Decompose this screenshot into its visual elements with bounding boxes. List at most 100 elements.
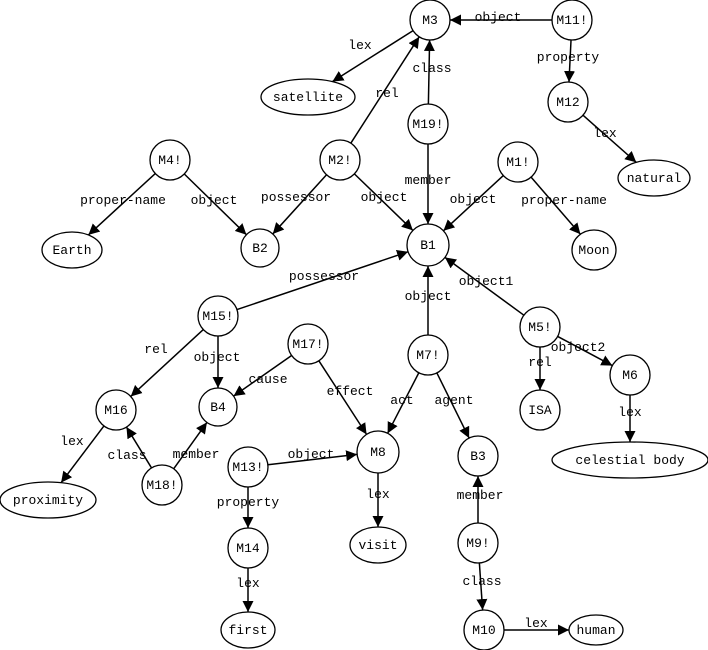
node-label: M15! — [202, 309, 233, 324]
edge-m5-b1 — [444, 256, 525, 316]
edge-m17-m8 — [318, 360, 368, 435]
node-label: M5! — [528, 320, 551, 335]
node-circle — [198, 387, 238, 427]
node-earth[interactable]: Earth — [41, 231, 103, 269]
edge-label-cause: cause — [248, 372, 287, 387]
node-m12[interactable]: M12 — [547, 81, 589, 123]
node-circle — [457, 435, 499, 477]
node-m6[interactable]: M6 — [609, 354, 651, 396]
node-circle — [551, 0, 593, 41]
node-m18[interactable]: M18! — [141, 464, 183, 506]
edge-m2-b1 — [353, 173, 414, 231]
node-b2[interactable]: B2 — [240, 228, 280, 268]
edge-label-lex: lex — [60, 434, 84, 449]
node-circle — [463, 609, 505, 650]
node-circle — [197, 295, 239, 337]
node-m17[interactable]: M17! — [287, 323, 329, 365]
edge-m17-b4 — [233, 354, 293, 397]
node-circle — [497, 141, 539, 183]
node-human[interactable]: human — [568, 614, 624, 646]
edge-label-class: class — [462, 574, 501, 589]
node-m19[interactable]: M19! — [407, 103, 449, 145]
edge-label-member: member — [173, 447, 220, 462]
node-b3[interactable]: B3 — [457, 435, 499, 477]
edge-m12-natural — [582, 114, 637, 163]
node-label: B3 — [470, 449, 486, 464]
node-label: B4 — [210, 400, 226, 415]
node-label: M19! — [412, 117, 443, 132]
edge-label-member: member — [457, 488, 504, 503]
edge-label-object: object — [405, 289, 452, 304]
edge-label-property: property — [537, 50, 600, 65]
node-circle — [609, 354, 651, 396]
node-label: satellite — [273, 90, 343, 105]
node-m13[interactable]: M13! — [227, 446, 269, 488]
node-m8[interactable]: M8 — [356, 430, 400, 474]
node-label: natural — [627, 171, 682, 186]
node-b4[interactable]: B4 — [198, 387, 238, 427]
node-m11[interactable]: M11! — [551, 0, 593, 41]
node-b1[interactable]: B1 — [406, 223, 450, 267]
node-m2[interactable]: M2! — [319, 139, 361, 181]
edge-label-lex: lex — [366, 487, 390, 502]
node-ellipse — [0, 481, 97, 519]
node-label: visit — [358, 538, 397, 553]
node-m10[interactable]: M10 — [463, 609, 505, 650]
node-satellite[interactable]: satellite — [260, 78, 356, 116]
node-circle — [227, 527, 269, 569]
edge-m18-m16 — [125, 426, 153, 469]
node-natural[interactable]: natural — [617, 159, 691, 197]
node-circle — [407, 334, 449, 376]
node-circle — [227, 446, 269, 488]
node-ellipse — [617, 159, 691, 197]
node-circle — [319, 139, 361, 181]
node-label: M4! — [158, 153, 181, 168]
edge-label-possessor: possessor — [261, 190, 331, 205]
node-m16[interactable]: M16 — [95, 389, 137, 431]
node-moon[interactable]: Moon — [571, 229, 617, 271]
node-m3[interactable]: M3 — [409, 0, 451, 41]
edge-labels-layer: lexobjectpropertylexclassmemberrelposses… — [60, 10, 642, 631]
node-ellipse — [551, 441, 708, 479]
node-label: M3 — [422, 13, 438, 28]
edge-label-lex: lex — [618, 405, 642, 420]
node-ellipse — [568, 614, 624, 646]
edge-m3-satellite — [331, 30, 414, 83]
node-circle — [240, 228, 280, 268]
node-label: M8 — [370, 445, 386, 460]
node-circle — [457, 522, 499, 564]
edge-m7-b3 — [436, 372, 470, 439]
edge-label-object: object — [288, 447, 335, 462]
node-label: M14 — [236, 541, 260, 556]
node-m14[interactable]: M14 — [227, 527, 269, 569]
node-m15[interactable]: M15! — [197, 295, 239, 337]
edge-label-lex: lex — [524, 616, 548, 631]
node-circle — [407, 103, 449, 145]
node-label: M7! — [416, 348, 439, 363]
edge-label-agent: agent — [434, 393, 473, 408]
node-celestial[interactable]: celestial body — [551, 441, 708, 479]
node-m5[interactable]: M5! — [519, 306, 561, 348]
node-m1[interactable]: M1! — [497, 141, 539, 183]
edge-m1-b1 — [442, 175, 504, 232]
edge-label-member: member — [405, 173, 452, 188]
node-m7[interactable]: M7! — [407, 334, 449, 376]
node-label: ISA — [528, 403, 552, 418]
edge-label-object: object — [194, 350, 241, 365]
node-circle — [547, 81, 589, 123]
node-label: human — [576, 623, 615, 638]
node-isa[interactable]: ISA — [519, 389, 561, 431]
edge-m13-m8 — [267, 450, 358, 466]
node-first[interactable]: first — [220, 611, 276, 649]
node-visit[interactable]: visit — [349, 526, 407, 564]
node-label: M13! — [232, 460, 263, 475]
edge-m18-b4 — [173, 421, 208, 470]
edge-label-proper-name: proper-name — [80, 193, 166, 208]
edge-label-class: class — [412, 61, 451, 76]
node-m4[interactable]: M4! — [149, 139, 191, 181]
node-proximity[interactable]: proximity — [0, 481, 97, 519]
node-label: M9! — [466, 536, 489, 551]
node-m9[interactable]: M9! — [457, 522, 499, 564]
